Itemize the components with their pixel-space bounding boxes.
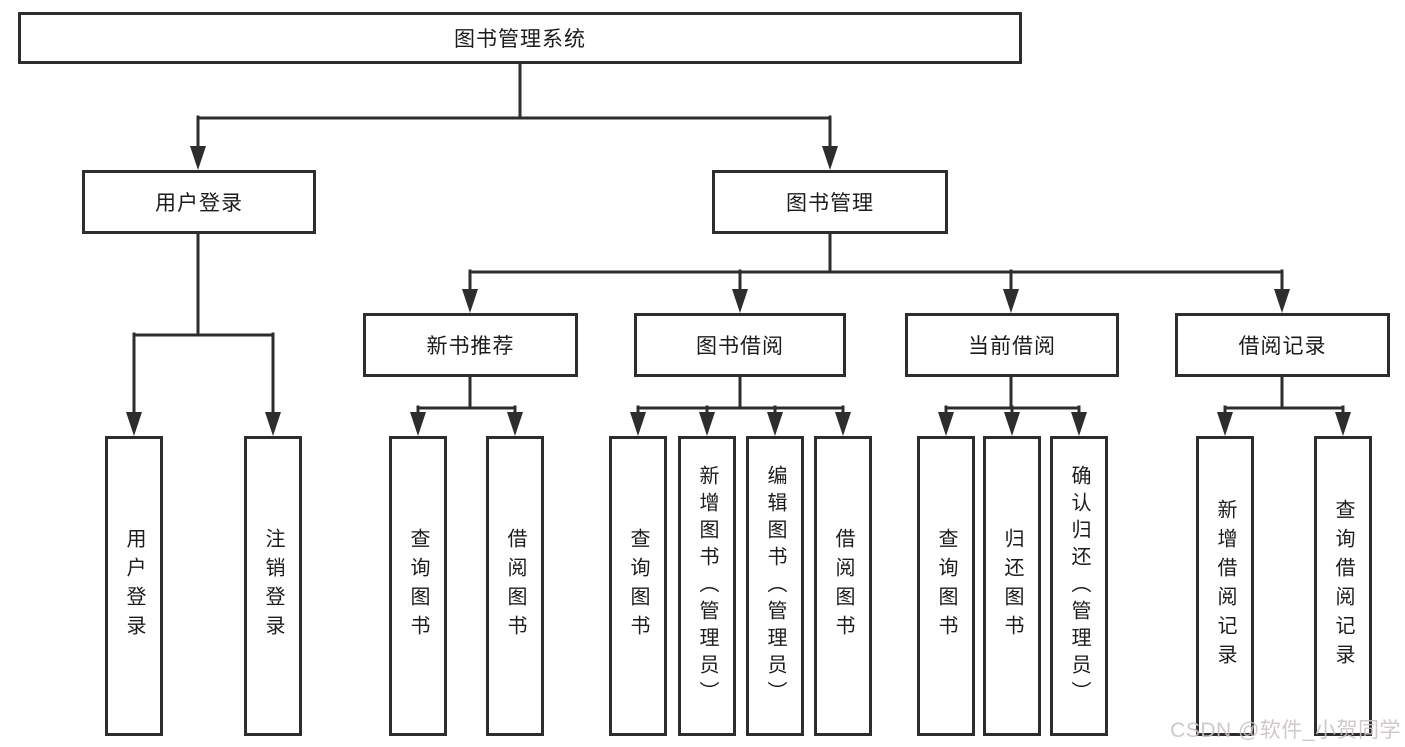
arrow-down-icon [1274, 289, 1290, 313]
leaf-edit-books-admin: 编辑图书（管理员） [746, 436, 804, 736]
node-label: 新增借阅记录 [1214, 499, 1236, 673]
leaf-query-borrow-record: 查询借阅记录 [1314, 436, 1372, 736]
arrow-down-icon [410, 412, 426, 436]
arrow-down-icon [126, 412, 142, 436]
arrow-down-icon [732, 289, 748, 313]
arrow-down-icon [265, 412, 281, 436]
node-label: 查询借阅记录 [1332, 499, 1354, 673]
arrow-down-icon [822, 146, 838, 170]
node-book-borrow: 图书借阅 [634, 313, 846, 377]
node-label: 查询图书 [407, 528, 429, 644]
node-label: 用户登录 [155, 192, 243, 215]
leaf-confirm-return-admin: 确认归还（管理员） [1050, 436, 1108, 736]
node-label: 新书推荐 [426, 335, 515, 358]
node-user-login: 用户登录 [82, 170, 316, 234]
node-book-management: 图书管理 [712, 170, 948, 234]
node-new-book-recommend: 新书推荐 [363, 313, 578, 377]
arrow-down-icon [1004, 412, 1020, 436]
arrow-down-icon [507, 412, 523, 436]
node-label: 图书管理 [786, 192, 874, 215]
node-label: 新增图书（管理员） [696, 464, 718, 708]
leaf-add-books-admin: 新增图书（管理员） [678, 436, 736, 736]
node-library-management-system: 图书管理系统 [18, 12, 1022, 64]
node-label: 归还图书 [1001, 528, 1023, 644]
leaf-query-books: 查询图书 [917, 436, 975, 736]
node-current-borrow: 当前借阅 [905, 313, 1119, 377]
leaf-user-login: 用户登录 [105, 436, 163, 736]
node-label: 借阅记录 [1238, 335, 1327, 358]
leaf-borrow-books: 借阅图书 [486, 436, 544, 736]
node-label: 借阅图书 [832, 528, 854, 644]
arrow-down-icon [938, 412, 954, 436]
node-label: 确认归还（管理员） [1068, 464, 1090, 708]
leaf-return-books: 归还图书 [983, 436, 1041, 736]
leaf-query-books: 查询图书 [609, 436, 667, 736]
arrow-down-icon [1003, 289, 1019, 313]
node-label: 用户登录 [123, 528, 145, 644]
node-label: 图书借阅 [696, 335, 784, 358]
arrow-down-icon [630, 412, 646, 436]
arrow-down-icon [462, 289, 478, 313]
node-label: 当前借阅 [968, 335, 1056, 358]
leaf-query-books: 查询图书 [389, 436, 447, 736]
node-label: 查询图书 [627, 528, 649, 644]
node-label: 注销登录 [262, 528, 284, 644]
arrow-down-icon [835, 412, 851, 436]
leaf-borrow-books: 借阅图书 [814, 436, 872, 736]
node-label: 查询图书 [935, 528, 957, 644]
arrow-down-icon [1217, 412, 1233, 436]
arrow-down-icon [1335, 412, 1351, 436]
leaf-logout-login: 注销登录 [244, 436, 302, 736]
arrow-down-icon [767, 412, 783, 436]
node-label: 编辑图书（管理员） [764, 464, 786, 708]
node-borrow-record: 借阅记录 [1175, 313, 1390, 377]
leaf-add-borrow-record: 新增借阅记录 [1196, 436, 1254, 736]
node-label: 借阅图书 [504, 528, 526, 644]
node-label: 图书管理系统 [454, 28, 586, 51]
csdn-watermark: CSDN @软件_小贺同学 [1170, 719, 1401, 742]
arrow-down-icon [190, 146, 206, 170]
arrow-down-icon [699, 412, 715, 436]
arrow-down-icon [1071, 412, 1087, 436]
